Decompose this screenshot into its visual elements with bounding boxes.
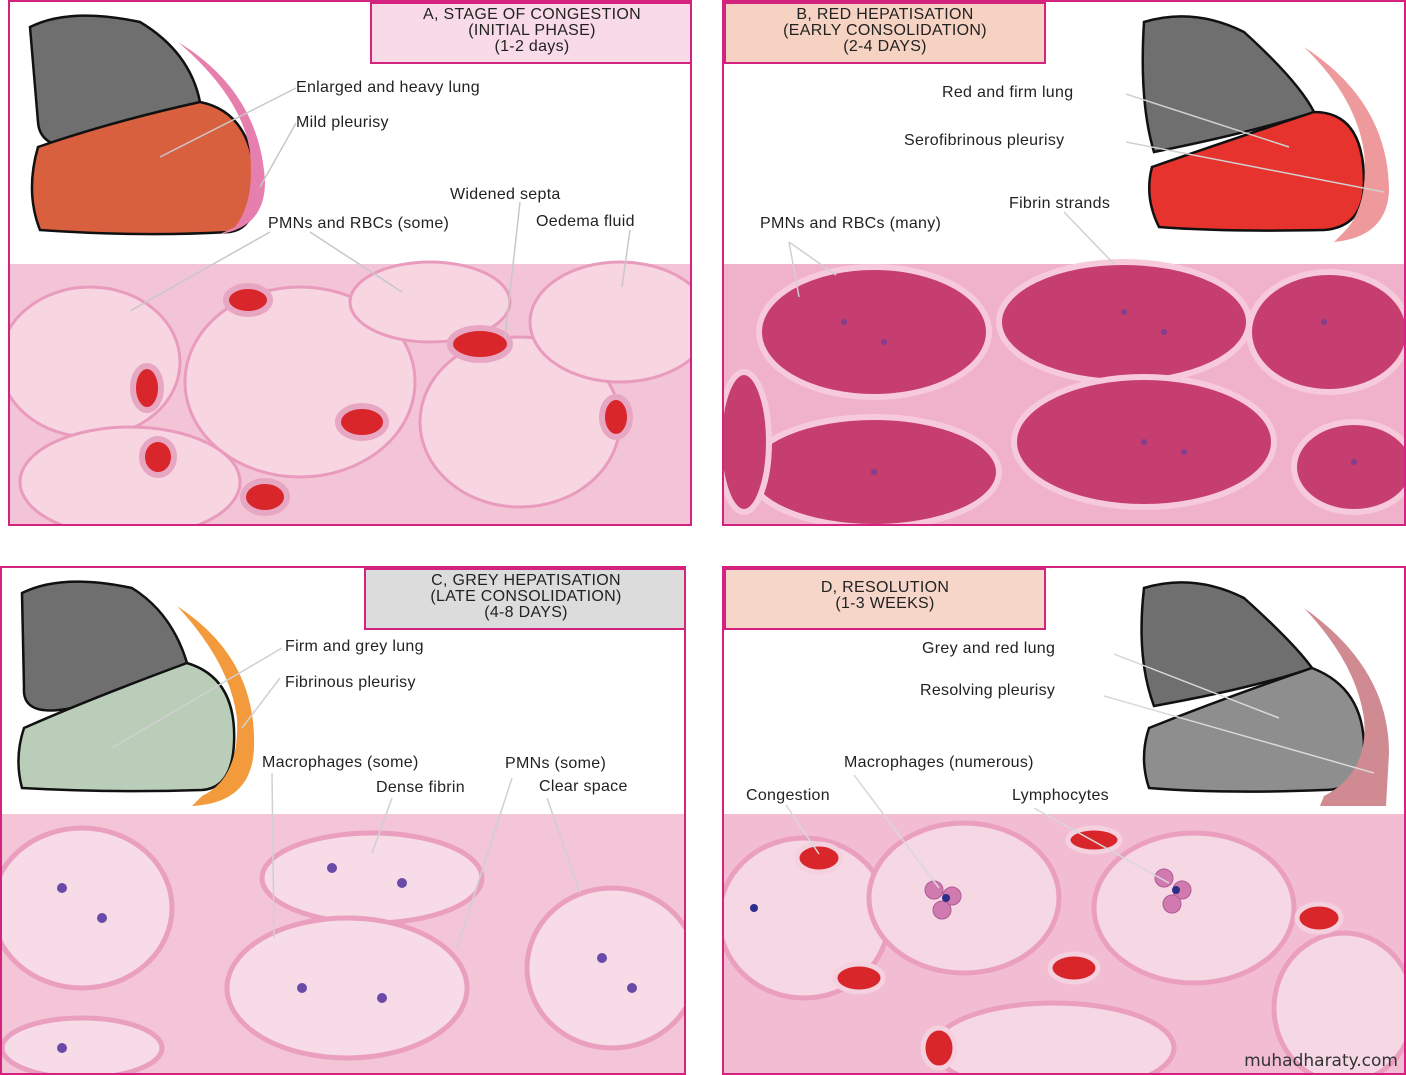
panel-b-pleura — [1304, 47, 1389, 242]
panel-c-title: C, GREY HEPATISATION (LATE CONSOLIDATION… — [364, 568, 684, 630]
panel-a: A, STAGE OF CONGESTION (INITIAL PHASE) (… — [8, 0, 692, 526]
label-resolving-pleurisy: Resolving pleurisy — [920, 682, 1056, 699]
label-oedema-fluid: Oedema fluid — [536, 213, 635, 230]
panel-c-title-line-3: (4-8 DAYS) — [484, 604, 568, 621]
panel-a-title-line-1: A, STAGE OF CONGESTION — [423, 6, 641, 23]
panel-a-capillaries — [130, 283, 633, 516]
label-red-firm-lung: Red and firm lung — [942, 84, 1074, 101]
panel-d: D, RESOLUTION (1-3 WEEKS) Grey and red l… — [722, 566, 1406, 1075]
label-pmns-some: PMNs (some) — [505, 755, 607, 772]
panel-d-pleura — [1304, 608, 1389, 806]
label-dense-fibrin: Dense fibrin — [376, 779, 465, 796]
label-pmns-rbcs-some: PMNs and RBCs (some) — [268, 215, 450, 232]
panel-d-alveoli — [724, 820, 1404, 1073]
panel-d-macrophage-clusters — [924, 868, 1192, 920]
panel-a-title-line-3: (1-2 days) — [494, 38, 570, 55]
panel-b-illustration — [724, 15, 1404, 524]
panel-b-title-line-3: (2-4 DAYS) — [843, 38, 927, 55]
label-fibrinous-pleurisy: Fibrinous pleurisy — [285, 674, 416, 691]
panel-a-title: A, STAGE OF CONGESTION (INITIAL PHASE) (… — [370, 2, 690, 64]
panel-c-title-line-2: (LATE CONSOLIDATION) — [430, 588, 622, 605]
label-macrophages-numerous: Macrophages (numerous) — [844, 754, 1034, 771]
label-macrophages-some: Macrophages (some) — [262, 754, 419, 771]
label-serofibrinous-pleurisy: Serofibrinous pleurisy — [904, 132, 1065, 149]
panel-d-title: D, RESOLUTION (1-3 WEEKS) — [724, 568, 1046, 630]
panel-b-title-line-2: (EARLY CONSOLIDATION) — [783, 22, 987, 39]
panel-b-title: B, RED HEPATISATION (EARLY CONSOLIDATION… — [724, 2, 1046, 64]
panel-d-title-line-2: (1-3 WEEKS) — [835, 595, 935, 612]
panel-b-title-line-1: B, RED HEPATISATION — [796, 6, 974, 23]
panel-a-title-line-2: (INITIAL PHASE) — [468, 22, 596, 39]
panel-b-cell-dots — [841, 309, 1357, 475]
label-fibrin-strands: Fibrin strands — [1009, 195, 1111, 212]
panel-c-alveoli — [2, 825, 684, 1073]
panel-c-illustration — [2, 580, 684, 1073]
label-mild-pleurisy: Mild pleurisy — [296, 114, 389, 131]
panel-c-cell-dots — [57, 863, 637, 1053]
watermark: muhadharaty.com — [1244, 1051, 1398, 1071]
panel-b: B, RED HEPATISATION (EARLY CONSOLIDATION… — [722, 0, 1406, 526]
panel-a-illustration — [10, 14, 690, 524]
panel-c-title-line-1: C, GREY HEPATISATION — [431, 572, 621, 589]
panel-a-pleura — [178, 42, 265, 234]
label-grey-red-lung: Grey and red lung — [922, 640, 1056, 657]
label-widened-septa: Widened septa — [450, 186, 561, 203]
panel-c: C, GREY HEPATISATION (LATE CONSOLIDATION… — [0, 566, 686, 1075]
label-enlarged-heavy-lung: Enlarged and heavy lung — [296, 79, 480, 96]
label-lymphocytes: Lymphocytes — [1012, 787, 1109, 804]
panel-d-capillaries — [794, 825, 1344, 1071]
label-congestion: Congestion — [746, 787, 830, 804]
label-firm-grey-lung: Firm and grey lung — [285, 638, 424, 655]
label-clear-space: Clear space — [539, 778, 628, 795]
panel-d-title-line-1: D, RESOLUTION — [820, 579, 950, 596]
panel-d-illustration — [724, 581, 1404, 1073]
panel-c-pleura — [177, 606, 255, 806]
label-pmns-rbcs-many: PMNs and RBCs (many) — [760, 215, 942, 232]
